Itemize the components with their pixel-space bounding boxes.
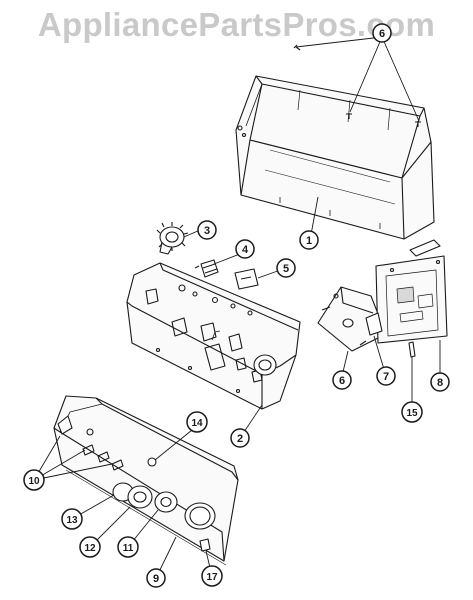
- callout-6-bracket: 6: [332, 370, 352, 390]
- callout-12: 12: [79, 536, 101, 558]
- svg-text:4: 4: [242, 244, 249, 256]
- callout-9: 9: [146, 568, 166, 588]
- callout-10: 10: [23, 469, 45, 491]
- callout-markers: 1 2 3 4 5 6 6: [23, 23, 450, 588]
- callout-5: 5: [276, 258, 296, 278]
- callout-1: 1: [299, 230, 319, 250]
- svg-text:14: 14: [191, 418, 203, 429]
- pin-part-15: [408, 341, 416, 358]
- timer-gear-part: [156, 222, 189, 255]
- control-console-part: [126, 262, 301, 410]
- control-board-part: [365, 239, 448, 344]
- svg-text:6: 6: [379, 28, 385, 40]
- svg-text:3: 3: [204, 225, 210, 237]
- svg-text:7: 7: [383, 371, 389, 383]
- svg-text:5: 5: [283, 263, 289, 275]
- svg-text:11: 11: [123, 543, 134, 554]
- watermark-text: AppliancePartsPros.com: [37, 6, 436, 43]
- svg-text:12: 12: [84, 543, 96, 554]
- callout-2: 2: [230, 428, 250, 448]
- front-panel-part: [53, 395, 239, 566]
- callout-8: 8: [430, 372, 450, 392]
- callout-15: 15: [401, 401, 423, 423]
- switch-part-4: [194, 259, 219, 278]
- callout-6-top: 6: [372, 23, 392, 43]
- svg-text:9: 9: [153, 573, 159, 585]
- svg-text:6: 6: [339, 375, 345, 387]
- svg-text:1: 1: [306, 235, 312, 247]
- callout-4: 4: [235, 239, 255, 259]
- switch-part-5: [234, 268, 259, 290]
- svg-text:8: 8: [437, 377, 443, 389]
- callout-7: 7: [376, 366, 396, 386]
- callout-13: 13: [61, 508, 83, 530]
- bracket-part-6: [317, 286, 387, 352]
- callout-3: 3: [197, 220, 217, 240]
- screw-set: [293, 44, 421, 127]
- svg-text:17: 17: [206, 572, 218, 583]
- callout-11: 11: [117, 536, 139, 558]
- svg-text:10: 10: [28, 476, 40, 487]
- callout-17: 17: [201, 565, 223, 587]
- svg-text:2: 2: [237, 433, 243, 445]
- console-back-part: [235, 75, 435, 240]
- callout-14: 14: [186, 411, 208, 433]
- svg-text:15: 15: [406, 408, 418, 419]
- svg-text:13: 13: [66, 515, 78, 526]
